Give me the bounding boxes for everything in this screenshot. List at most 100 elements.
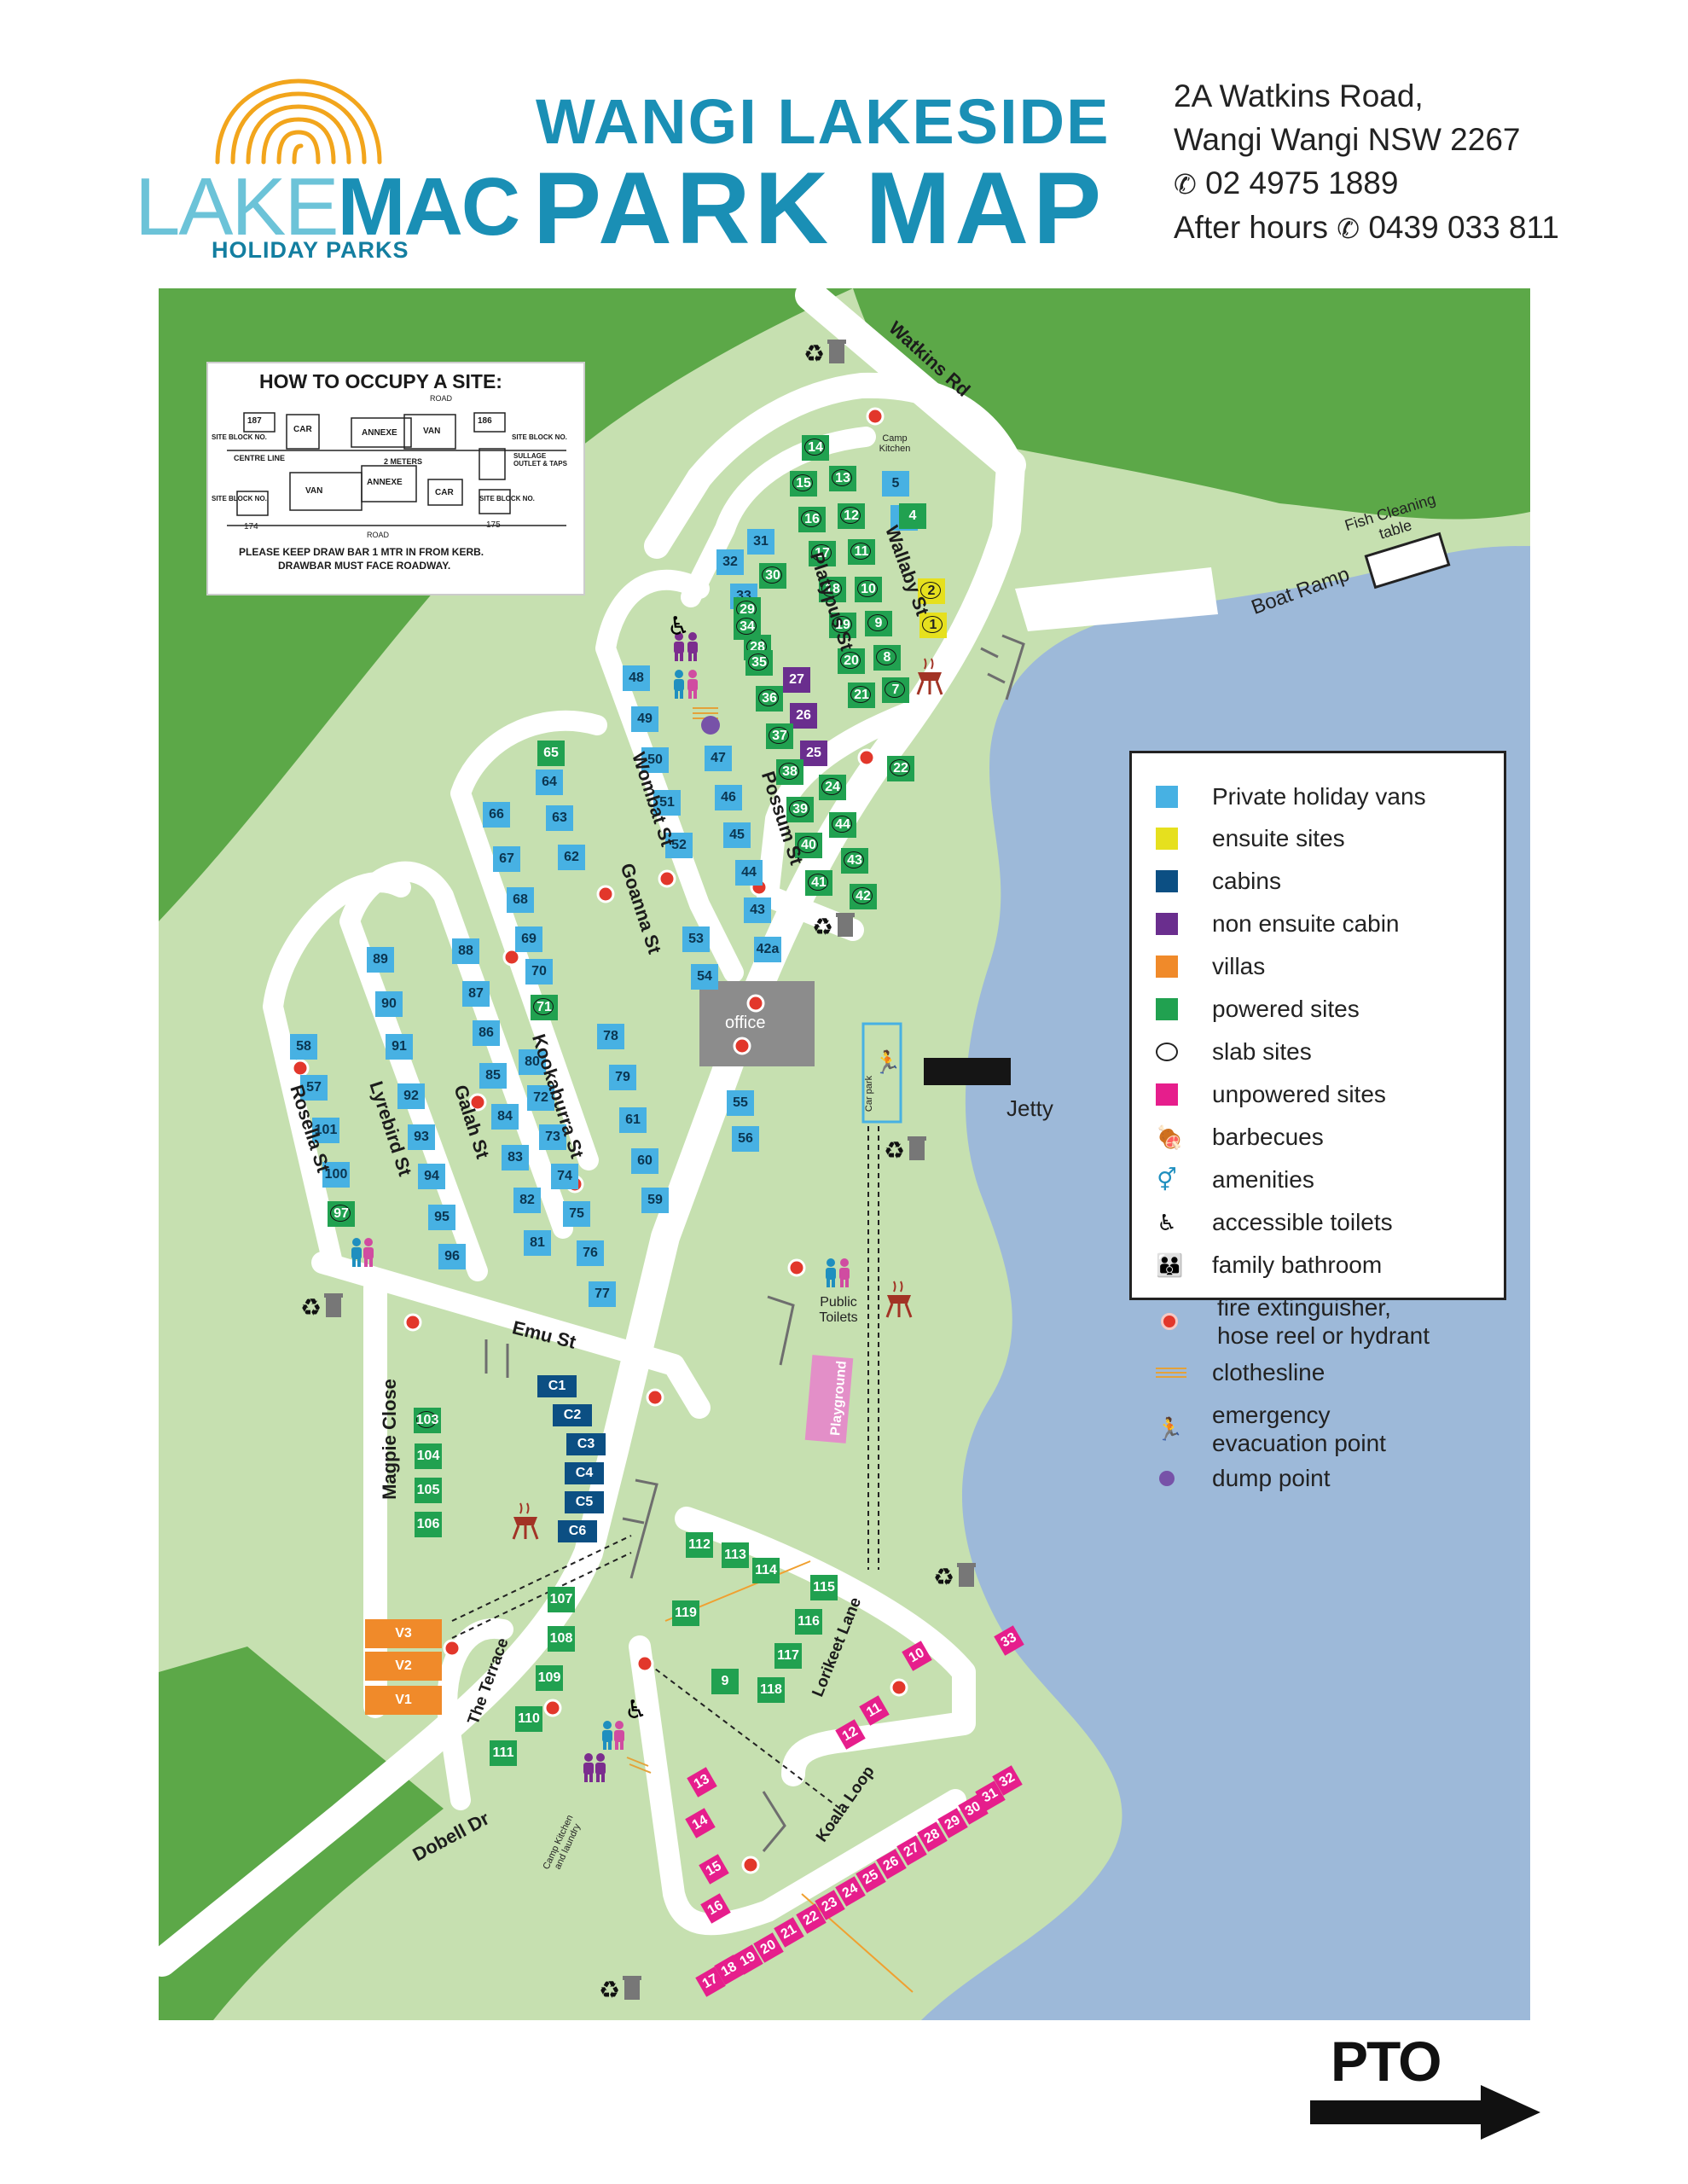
slab-oval bbox=[876, 648, 896, 665]
site-number: 30 bbox=[962, 1798, 983, 1820]
powered-site: 42 bbox=[850, 884, 877, 909]
site-number: 95 bbox=[434, 1210, 450, 1224]
occupy-car-top: CAR bbox=[293, 425, 312, 434]
private-van-site: 60 bbox=[631, 1148, 658, 1174]
playground bbox=[804, 1355, 854, 1443]
legend-label: villas bbox=[1212, 953, 1266, 979]
powered-site: 10 bbox=[855, 577, 882, 602]
site-number: 69 bbox=[521, 932, 537, 946]
occupy-annexe: ANNEXE bbox=[367, 478, 403, 487]
dump-icon bbox=[1159, 1470, 1175, 1486]
occupy-diagram bbox=[227, 412, 566, 526]
private-van-site: 67 bbox=[493, 846, 520, 872]
site-number: 83 bbox=[508, 1150, 523, 1165]
villa-site: V3 bbox=[365, 1619, 442, 1648]
site-number: 17 bbox=[699, 1971, 721, 1992]
powered-site: 8 bbox=[873, 645, 901, 671]
svg-text:♻: ♻ bbox=[599, 1977, 620, 2003]
legend-label: family bathroom bbox=[1212, 1252, 1383, 1278]
private-van-site: 5 bbox=[882, 471, 909, 497]
powered-site: 7 bbox=[882, 677, 909, 703]
legend-label: slab sites bbox=[1212, 1038, 1312, 1065]
site-number: 5 bbox=[891, 476, 900, 491]
cabin-site: C6 bbox=[558, 1520, 597, 1542]
private-van-site: 79 bbox=[609, 1065, 636, 1090]
site-number: 107 bbox=[549, 1592, 573, 1606]
legend-item: powered sites bbox=[1156, 995, 1360, 1023]
private-van-site: 64 bbox=[536, 770, 563, 795]
site-number: 38 bbox=[782, 764, 798, 779]
slab-oval bbox=[840, 652, 861, 669]
site-number: V2 bbox=[395, 1658, 412, 1673]
site-number: 104 bbox=[416, 1449, 440, 1463]
slab-oval bbox=[885, 681, 905, 698]
site-number: 87 bbox=[468, 986, 484, 1001]
site-number: 46 bbox=[721, 790, 736, 804]
powered-site: 71 bbox=[531, 995, 558, 1020]
site-number: 116 bbox=[798, 1614, 820, 1629]
lyrebird-loop bbox=[263, 872, 411, 1273]
site-number: 92 bbox=[403, 1089, 419, 1103]
private-van-site: 100 bbox=[322, 1162, 350, 1188]
occupy-site-block-br: SITE BLOCK NO. bbox=[479, 495, 535, 502]
site-number: 66 bbox=[489, 807, 504, 822]
site-number: 21 bbox=[854, 688, 869, 702]
site-number: 96 bbox=[444, 1249, 460, 1263]
site-number: 17 bbox=[815, 546, 830, 561]
private-van-site: 59 bbox=[641, 1188, 669, 1213]
legend-item: ⚥amenities bbox=[1156, 1165, 1314, 1194]
site-number: 41 bbox=[811, 875, 827, 890]
amenities-icon bbox=[614, 1721, 624, 1750]
site-number: 76 bbox=[583, 1246, 598, 1260]
fire-extinguisher-icon bbox=[468, 1093, 487, 1112]
bbq-icon bbox=[916, 658, 943, 695]
recycle-bin-icon: ♻ bbox=[300, 1293, 343, 1321]
legend-item: 🍖barbecues bbox=[1156, 1123, 1324, 1151]
site-number: 82 bbox=[519, 1193, 535, 1207]
slab-oval bbox=[821, 778, 842, 795]
powered-site: 117 bbox=[774, 1643, 802, 1669]
site-number: 55 bbox=[733, 1095, 748, 1110]
private-van-site: 93 bbox=[408, 1124, 435, 1150]
grass-northeast bbox=[853, 288, 1530, 520]
private-van-site: 46 bbox=[715, 785, 742, 810]
svg-text:♻: ♻ bbox=[884, 1137, 905, 1164]
family-icon: 👪 bbox=[1156, 1252, 1184, 1278]
legend-swatch bbox=[1156, 869, 1178, 892]
powered-site: 105 bbox=[415, 1478, 442, 1503]
fire-extinguisher-icon bbox=[866, 407, 885, 426]
private-van-site: 55 bbox=[727, 1090, 754, 1116]
occupy-road-top: ROAD bbox=[430, 394, 453, 403]
site-number: 26 bbox=[796, 708, 811, 723]
site-number: 118 bbox=[760, 1682, 782, 1697]
slab-oval bbox=[867, 614, 888, 631]
powered-site: 116 bbox=[795, 1609, 822, 1635]
occupy-centre-line: CENTRE LINE bbox=[234, 454, 286, 462]
private-van-site: 90 bbox=[375, 991, 403, 1017]
villa-site: V2 bbox=[365, 1652, 442, 1681]
site-number: 106 bbox=[416, 1517, 440, 1531]
site-number: 73 bbox=[545, 1130, 560, 1144]
site-number: 10 bbox=[906, 1645, 927, 1666]
address-suburb: Wangi Wangi NSW 2267 bbox=[1174, 122, 1521, 157]
kookaburra-loop bbox=[339, 861, 573, 1281]
legend-label: dump point bbox=[1212, 1465, 1331, 1491]
occupy-road: ROAD bbox=[367, 531, 390, 539]
powered-site: 19 bbox=[829, 613, 856, 638]
site-number: 29 bbox=[740, 602, 755, 617]
occupy-car: CAR bbox=[435, 488, 454, 497]
slab-oval bbox=[736, 618, 757, 635]
site-number: 64 bbox=[542, 775, 557, 789]
powered-site: 115 bbox=[810, 1575, 838, 1600]
site-number: 62 bbox=[564, 850, 579, 864]
site-number: 63 bbox=[552, 810, 567, 825]
private-van-site: 44 bbox=[735, 860, 763, 886]
site-number: 28 bbox=[921, 1826, 943, 1847]
car-park bbox=[861, 1022, 902, 1124]
legend-label: ensuite sites bbox=[1212, 825, 1345, 851]
after-hours-label: After hours bbox=[1174, 210, 1328, 245]
slab-oval bbox=[533, 998, 554, 1015]
site-number: 75 bbox=[569, 1206, 584, 1221]
evacuation-icon: 🏃 bbox=[873, 1049, 901, 1075]
private-van-site: 52 bbox=[665, 833, 693, 858]
